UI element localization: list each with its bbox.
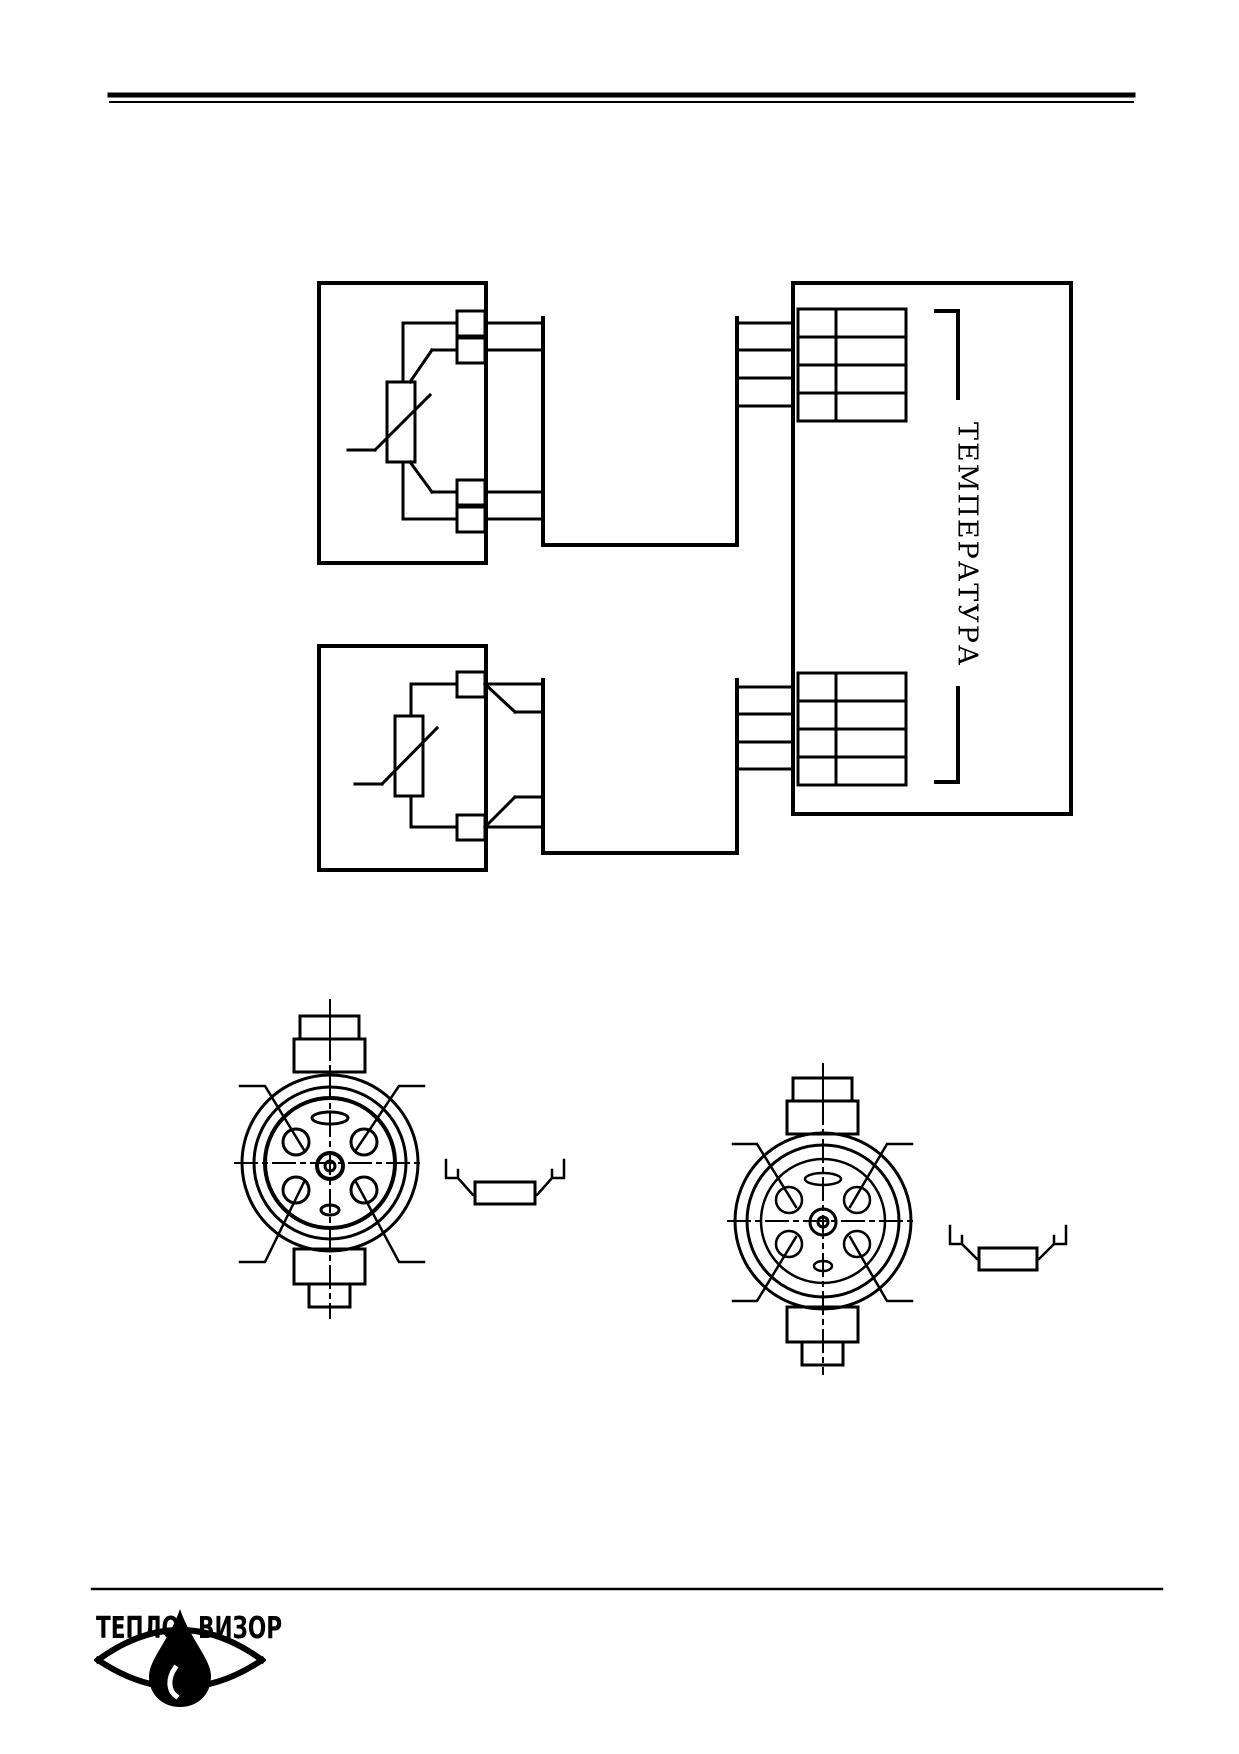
thermistor-1 (346, 380, 433, 464)
sensor-1-box (317, 281, 488, 565)
cable-1 (483, 316, 795, 547)
module-label-text: ТЕМПЕРАТУРА (951, 422, 983, 668)
temperature-module (791, 281, 1073, 816)
brand-logo: ТЕПЛО ВИЗОР (92, 1593, 282, 1708)
terminal-block-lower (796, 671, 908, 787)
sensor-2-box (317, 644, 488, 872)
cable-2 (482, 678, 795, 855)
terminal-block-upper (796, 307, 908, 423)
logo-word-left: ТЕПЛО (96, 1611, 180, 1646)
temperature-module-label: ТЕМПЕРАТУРА (937, 422, 997, 667)
connector-2-view (727, 1063, 1068, 1375)
thermistor-2 (353, 714, 440, 798)
header-rule (107, 92, 1136, 103)
logo-word-right: ВИЗОР (198, 1611, 283, 1646)
connector-1-view (234, 999, 566, 1319)
logo-graphic (93, 1609, 267, 1708)
